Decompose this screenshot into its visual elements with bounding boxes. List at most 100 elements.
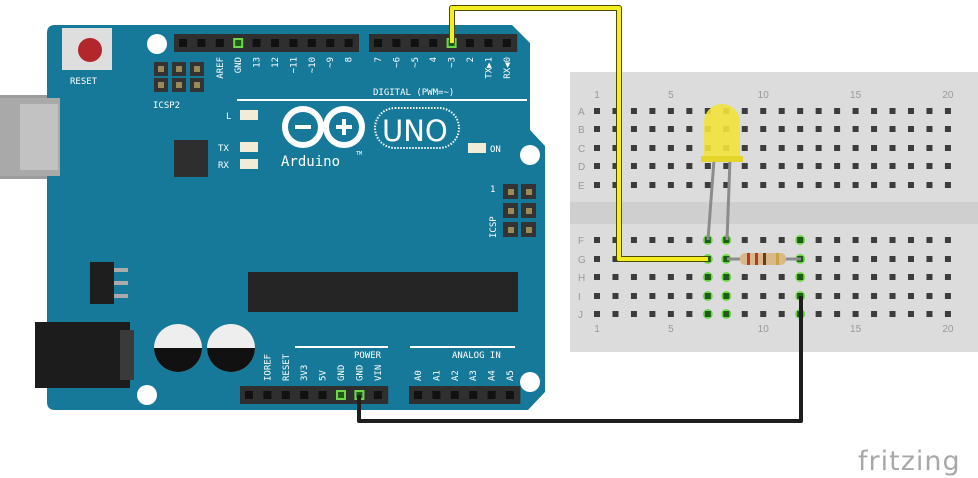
digital-header-right-pin[interactable]: [410, 39, 419, 47]
analog-header-pin[interactable]: [414, 391, 422, 399]
breadboard-hole[interactable]: [889, 108, 896, 114]
breadboard-hole[interactable]: [852, 145, 859, 151]
breadboard-hole[interactable]: [667, 108, 674, 114]
breadboard-hole[interactable]: [871, 145, 878, 151]
breadboard-hole[interactable]: [871, 256, 878, 262]
breadboard-hole[interactable]: [944, 274, 951, 280]
breadboard-hole[interactable]: [686, 182, 693, 188]
breadboard-hole[interactable]: [834, 256, 841, 262]
breadboard-hole[interactable]: [612, 163, 619, 169]
digital-header-right-pin[interactable]: [429, 39, 438, 47]
breadboard-hole[interactable]: [667, 237, 674, 243]
breadboard-hole[interactable]: [834, 126, 841, 132]
breadboard-hole[interactable]: [723, 311, 730, 317]
breadboard-hole[interactable]: [815, 126, 822, 132]
breadboard-hole[interactable]: [815, 182, 822, 188]
breadboard-hole[interactable]: [815, 163, 822, 169]
breadboard-hole[interactable]: [944, 108, 951, 114]
breadboard-hole[interactable]: [926, 237, 933, 243]
breadboard-hole[interactable]: [926, 274, 933, 280]
breadboard-hole[interactable]: [594, 163, 600, 169]
breadboard-hole[interactable]: [907, 182, 914, 188]
breadboard-hole[interactable]: [760, 311, 767, 317]
digital-header-right-pin[interactable]: [392, 39, 401, 47]
ground-wire[interactable]: [357, 296, 803, 423]
breadboard-hole[interactable]: [594, 256, 600, 262]
breadboard-hole[interactable]: [594, 311, 600, 317]
breadboard-hole[interactable]: [649, 108, 656, 114]
breadboard-hole[interactable]: [686, 274, 693, 280]
breadboard-hole[interactable]: [871, 274, 878, 280]
breadboard-hole[interactable]: [741, 126, 748, 132]
breadboard-hole[interactable]: [612, 182, 619, 188]
breadboard-hole[interactable]: [630, 293, 637, 299]
breadboard-hole[interactable]: [741, 237, 748, 243]
breadboard-hole[interactable]: [667, 274, 674, 280]
breadboard-hole[interactable]: [741, 108, 748, 114]
breadboard-hole[interactable]: [907, 126, 914, 132]
breadboard-hole[interactable]: [797, 237, 804, 243]
reset-button-cap[interactable]: [78, 38, 102, 62]
analog-header-pin[interactable]: [487, 391, 496, 399]
breadboard-hole[interactable]: [815, 108, 822, 114]
breadboard-hole[interactable]: [907, 108, 914, 114]
breadboard-hole[interactable]: [686, 293, 693, 299]
breadboard-hole[interactable]: [797, 163, 804, 169]
digital-header-left-pin[interactable]: [326, 39, 335, 47]
digital-header-left-pin[interactable]: [344, 39, 353, 47]
breadboard-hole[interactable]: [612, 293, 619, 299]
breadboard-hole[interactable]: [686, 108, 693, 114]
breadboard-hole[interactable]: [630, 311, 637, 317]
breadboard-hole[interactable]: [649, 145, 656, 151]
digital-header-right-pin[interactable]: [502, 39, 511, 47]
breadboard-hole[interactable]: [834, 182, 841, 188]
breadboard-hole[interactable]: [667, 126, 674, 132]
breadboard-hole[interactable]: [778, 126, 785, 132]
breadboard-hole[interactable]: [889, 145, 896, 151]
breadboard-hole[interactable]: [723, 237, 730, 243]
breadboard-hole[interactable]: [667, 311, 674, 317]
breadboard-hole[interactable]: [852, 293, 859, 299]
breadboard-hole[interactable]: [944, 163, 951, 169]
breadboard-hole[interactable]: [630, 108, 637, 114]
breadboard-hole[interactable]: [944, 237, 951, 243]
breadboard-hole[interactable]: [612, 126, 619, 132]
breadboard-hole[interactable]: [649, 311, 656, 317]
breadboard-hole[interactable]: [760, 274, 767, 280]
breadboard-hole[interactable]: [944, 311, 951, 317]
digital-header-right-pin[interactable]: [484, 39, 493, 47]
digital-header-left-pin[interactable]: [179, 39, 187, 47]
breadboard-hole[interactable]: [594, 274, 600, 280]
breadboard-hole[interactable]: [944, 293, 951, 299]
breadboard-hole[interactable]: [723, 256, 730, 262]
breadboard-hole[interactable]: [889, 311, 896, 317]
breadboard-hole[interactable]: [704, 293, 711, 299]
breadboard-hole[interactable]: [612, 256, 619, 262]
breadboard-hole[interactable]: [778, 293, 785, 299]
breadboard-hole[interactable]: [760, 293, 767, 299]
breadboard-hole[interactable]: [686, 237, 693, 243]
breadboard-hole[interactable]: [686, 163, 693, 169]
breadboard-hole[interactable]: [907, 145, 914, 151]
breadboard-hole[interactable]: [852, 163, 859, 169]
digital-header-left-pin[interactable]: [215, 39, 224, 47]
power-header-pin[interactable]: [373, 391, 382, 399]
digital-header-left-pin[interactable]: [233, 38, 244, 48]
breadboard-hole[interactable]: [926, 311, 933, 317]
breadboard-hole[interactable]: [704, 163, 711, 169]
breadboard-hole[interactable]: [594, 126, 600, 132]
breadboard-hole[interactable]: [594, 108, 600, 114]
digital-header-right-pin[interactable]: [466, 39, 474, 47]
arduino-uno[interactable]: RESET ICSP2 1 ICSP L TX RX ON: [0, 25, 545, 410]
digital-header-right-pin[interactable]: [374, 39, 382, 47]
breadboard-hole[interactable]: [834, 293, 841, 299]
breadboard-hole[interactable]: [889, 163, 896, 169]
breadboard-hole[interactable]: [594, 182, 600, 188]
analog-header-pin[interactable]: [432, 391, 441, 399]
breadboard-hole[interactable]: [889, 256, 896, 262]
reset-button[interactable]: RESET: [62, 28, 112, 87]
digital-header-left-pin[interactable]: [252, 39, 261, 47]
breadboard-hole[interactable]: [612, 108, 619, 114]
breadboard-hole[interactable]: [760, 237, 767, 243]
